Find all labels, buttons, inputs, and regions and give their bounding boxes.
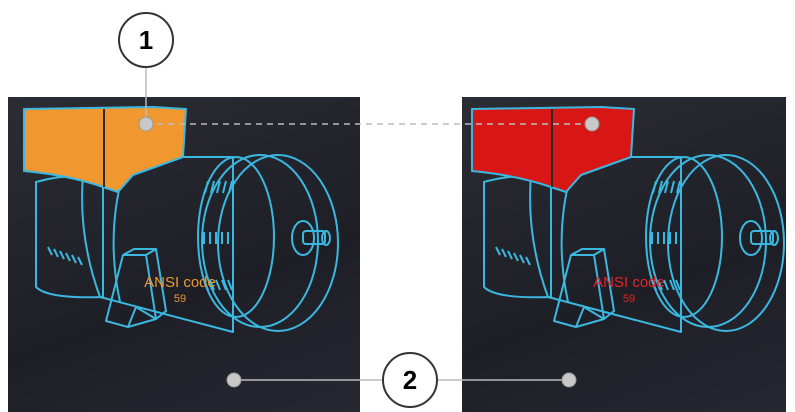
dot-ansi-normal — [227, 373, 241, 387]
callout-badge-2: 2 — [382, 352, 438, 408]
callout-badge-1: 1 — [118, 12, 174, 68]
dot-terminal-box-normal — [139, 117, 153, 131]
dot-terminal-box-fault — [585, 117, 599, 131]
dot-ansi-fault — [562, 373, 576, 387]
